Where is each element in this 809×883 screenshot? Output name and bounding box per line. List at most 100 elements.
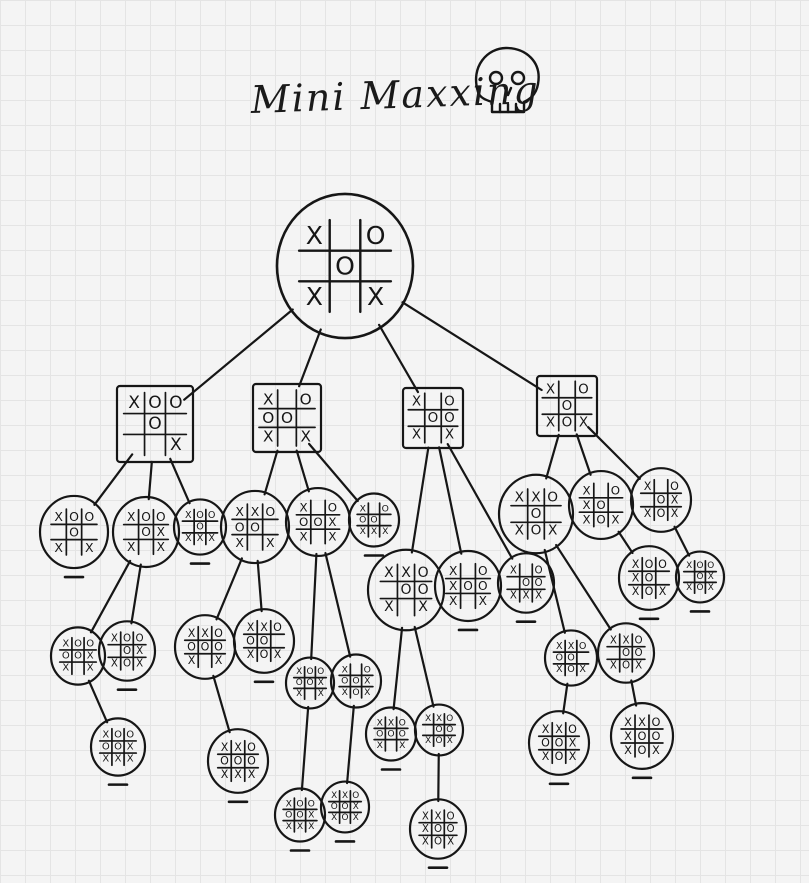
o-mark: O [447, 810, 455, 822]
node-frame-circle [273, 787, 327, 843]
node-frame-circle [172, 498, 228, 556]
x-mark: X [384, 599, 394, 615]
node-frame-circle [674, 550, 726, 604]
o-mark: O [535, 564, 543, 576]
o-mark: O [555, 750, 564, 763]
o-mark: O [342, 802, 349, 812]
o-mark: O [196, 510, 204, 521]
o-mark: O [645, 572, 654, 585]
o-mark: O [547, 489, 558, 505]
x-mark: X [188, 654, 196, 667]
x-mark: X [201, 627, 209, 640]
x-mark: X [170, 435, 182, 455]
x-mark: X [300, 501, 308, 515]
o-mark: O [126, 729, 134, 740]
o-mark: O [247, 741, 256, 754]
x-mark: X [115, 754, 122, 765]
x-mark: X [624, 743, 632, 757]
o-mark: O [670, 480, 679, 493]
o-mark: O [444, 410, 455, 426]
o-mark: O [296, 798, 303, 809]
x-mark: X [445, 427, 454, 443]
o-mark: O [434, 836, 442, 848]
o-mark: O [114, 729, 122, 740]
tree-edge [545, 433, 560, 480]
o-mark: O [399, 717, 406, 728]
node-frame-circle [629, 467, 693, 533]
o-mark: O [635, 634, 643, 646]
x-mark: X [300, 428, 310, 446]
tree-edge [87, 679, 109, 724]
x-mark: X [221, 741, 229, 754]
tree-edge [630, 679, 638, 707]
x-mark: X [342, 664, 348, 675]
tree-edge [345, 704, 355, 785]
x-mark: X [266, 535, 275, 550]
x-mark: X [535, 590, 542, 602]
o-mark: O [331, 802, 338, 812]
o-mark: O [434, 823, 442, 835]
node-frame-circle [319, 780, 371, 834]
tree-edge [410, 446, 430, 554]
x-mark: X [102, 729, 109, 740]
o-mark: O [446, 725, 453, 735]
o-mark: O [169, 393, 182, 413]
o-mark: O [74, 638, 82, 649]
tree-edge [575, 433, 592, 476]
o-mark: O [265, 504, 275, 519]
x-mark: X [215, 654, 223, 667]
x-mark: X [624, 715, 632, 729]
o-mark: O [447, 823, 455, 835]
tree-edge [543, 548, 566, 634]
tree-edge [298, 328, 322, 388]
o-mark: O [382, 503, 389, 514]
x-mark: X [611, 512, 619, 526]
node-frame-circle [433, 549, 503, 623]
o-mark: O [366, 221, 386, 250]
o-mark: O [556, 653, 564, 664]
x-mark: X [671, 507, 679, 520]
x-mark: X [286, 821, 292, 832]
x-mark: X [708, 583, 714, 593]
x-mark: X [54, 509, 63, 524]
o-mark: O [328, 501, 337, 515]
o-mark: O [568, 723, 577, 736]
o-mark: O [234, 755, 243, 768]
o-mark: O [69, 509, 79, 524]
x-mark: X [412, 394, 421, 410]
x-mark: X [127, 540, 135, 554]
node-frame-circle [275, 192, 415, 340]
o-mark: O [273, 621, 282, 634]
o-mark: O [562, 415, 573, 431]
o-mark: O [446, 714, 453, 724]
tree-edge [377, 323, 420, 394]
node-frame-circle [89, 717, 147, 777]
o-mark: O [651, 715, 660, 729]
o-mark: O [313, 515, 322, 529]
o-mark: O [555, 737, 564, 750]
tree-edge [413, 625, 435, 708]
x-mark: X [188, 627, 196, 640]
o-mark: O [281, 409, 293, 427]
x-mark: X [447, 736, 453, 746]
x-mark: X [686, 583, 692, 593]
o-mark: O [201, 641, 210, 654]
x-mark: X [542, 723, 550, 736]
o-mark: O [364, 664, 371, 675]
tree-edge [263, 449, 279, 496]
x-mark: X [87, 663, 94, 674]
node-frame-circle [347, 492, 401, 548]
tree-edge [295, 449, 310, 493]
x-mark: X [449, 594, 457, 608]
x-mark: X [111, 658, 118, 670]
o-mark: O [387, 729, 394, 740]
node-frame-circle [206, 728, 270, 794]
o-mark: O [418, 565, 429, 581]
x-mark: X [542, 750, 550, 763]
node-frame-circle [408, 798, 468, 860]
o-mark: O [370, 515, 377, 526]
